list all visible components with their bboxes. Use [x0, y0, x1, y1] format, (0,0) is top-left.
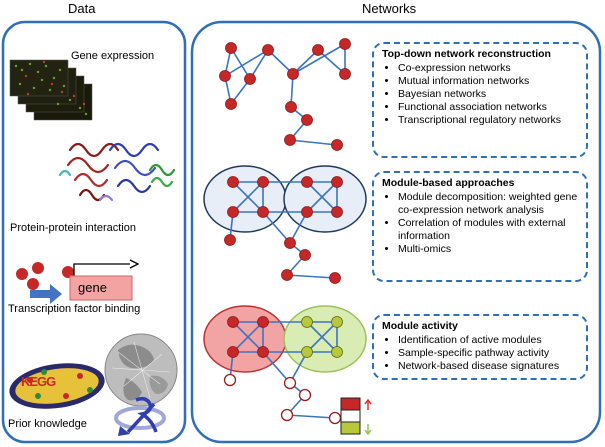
box-item: Module decomposition: weighted gene co-e…: [398, 191, 580, 217]
microarray-icon: [9, 59, 93, 121]
kegg-logo-text: KEGG: [21, 374, 56, 389]
network-module-activity: [203, 305, 372, 436]
box-module-activity: Module activity Identification of active…: [372, 314, 588, 380]
network-module-based: [203, 165, 367, 284]
data-heading: Data: [68, 1, 96, 16]
tf-binding-icon: [16, 259, 140, 304]
box-item: Identification of active modules: [398, 334, 580, 347]
ppi-label: Protein-protein interaction: [10, 222, 136, 234]
box-item: Network-based disease signatures: [398, 360, 580, 373]
arrow-up-icon: [364, 398, 372, 410]
networks-panel-frame: [190, 20, 602, 444]
box-title: Module activity: [382, 320, 458, 332]
box-item: Mutual information networks: [398, 75, 580, 88]
gene-word: gene: [78, 280, 107, 295]
r-logo-icon: [114, 396, 166, 436]
data-panel-frame: [1, 20, 187, 444]
prior-knowledge-label: Prior knowledge: [8, 418, 87, 430]
gene-expression-label: Gene expression: [71, 50, 155, 62]
protein-structure-icon: [58, 142, 176, 202]
box-top-down: Top-down network reconstruction Co-expre…: [372, 42, 588, 158]
activity-legend: [340, 397, 372, 436]
arrow-down-icon: [364, 424, 372, 436]
box-item: Correlation of modules with external inf…: [398, 217, 580, 243]
box-item: Transcriptional regulatory networks: [398, 114, 580, 127]
box-module-based: Module-based approaches Module decomposi…: [372, 171, 588, 282]
box-item: Functional association networks: [398, 101, 580, 114]
box-title: Top-down network reconstruction: [382, 48, 551, 60]
box-item: Bayesian networks: [398, 88, 580, 101]
kegg-logo: [9, 363, 105, 409]
box-item: Multi-omics: [398, 243, 580, 256]
tf-binding-label: Transcription factor binding: [8, 303, 141, 315]
box-title: Module-based approaches: [382, 177, 515, 189]
network-top-down: [219, 38, 351, 151]
box-item: Co-expression networks: [398, 62, 580, 75]
globe-icon: [104, 333, 178, 407]
networks-heading: Networks: [362, 1, 417, 16]
box-item: Sample-specific pathway activity: [398, 347, 580, 360]
